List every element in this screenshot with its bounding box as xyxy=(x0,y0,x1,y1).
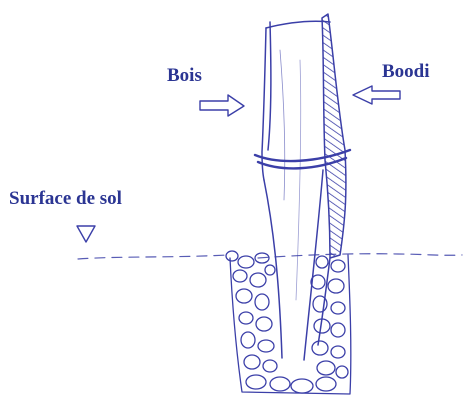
right-arrow-icon xyxy=(200,95,244,116)
ground-surface-label: Surface de sol xyxy=(9,189,122,208)
left-arrow-icon xyxy=(353,86,400,104)
boodi-label: Boodi xyxy=(382,62,430,81)
gravel-filled-hole xyxy=(226,251,351,394)
bois-label: Bois xyxy=(167,66,202,85)
wooden-post xyxy=(262,21,330,360)
ground-surface-line xyxy=(78,254,462,259)
down-triangle-icon xyxy=(77,226,95,242)
